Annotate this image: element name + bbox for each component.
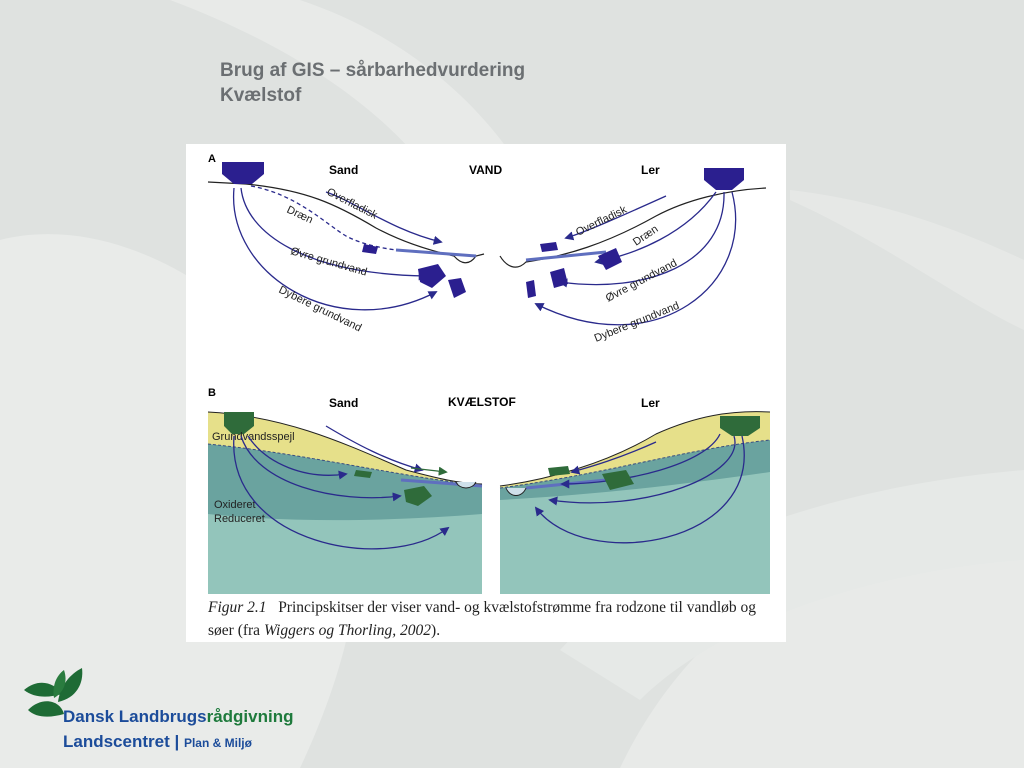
panel-a-letter: A: [208, 153, 216, 165]
brand-subtitle-main: Landscentret: [63, 732, 170, 751]
panel-b-center-label: KVÆLSTOF: [448, 395, 516, 409]
panel-b-groundwater-label: Grundvandsspejl: [212, 431, 295, 443]
panel-b-right-surface-arrow: [570, 441, 657, 475]
panel-a-right-blob-2: [598, 248, 622, 270]
panel-a-right-deep-gw-arrow: [534, 191, 737, 326]
panel-a-right-source-icon: [704, 168, 744, 190]
panel-a-right-upper-gw-arrow: [558, 191, 725, 288]
panel-b-oxidized-label: Oxideret: [214, 499, 256, 511]
panel-b-left-surface-arrow: [325, 425, 424, 473]
caption-reference: Wiggers og Thorling, 2002: [263, 622, 432, 639]
panel-b-right-label: Ler: [641, 396, 660, 410]
panel-b-left-blob-1: [354, 470, 372, 478]
leaf-logo-icon: [24, 668, 83, 717]
panel-b-right-blob-1: [548, 466, 570, 476]
panel-b-left-label: Sand: [329, 396, 358, 410]
panel-a-left-flow-label-3: Øvre grundvand: [289, 245, 368, 278]
panel-a-left-surface-arrow: [325, 191, 443, 245]
brand-name: Dansk Landbrugsrådgivning: [63, 707, 294, 727]
figure-diagram: A Sand VAND Ler Overfladisk Dræn Øvre gr…: [186, 144, 786, 642]
panel-b-left-green-arrow: [410, 466, 448, 476]
figure-svg: A Sand VAND Ler Overfladisk Dræn Øvre gr…: [207, 153, 771, 596]
slide-title: Brug af GIS – sårbarhedvurdering Kvælsto…: [220, 58, 525, 108]
panel-a-left-blob-3: [448, 278, 466, 298]
caption-end: ).: [431, 622, 441, 639]
panel-a-right-label: Ler: [641, 163, 660, 177]
panel-a-left-blob-1: [362, 244, 378, 254]
panel-b-right-source-icon: [720, 416, 760, 436]
brand-subtitle-separator: |: [169, 732, 184, 751]
slide-title-line-1: Brug af GIS – sårbarhedvurdering: [220, 60, 526, 81]
panel-a-left-pipe: [395, 248, 477, 258]
figure-caption: Figur 2.1 Principskitser der viser vand-…: [208, 596, 778, 642]
panel-b-right-arrow-2: [548, 435, 736, 506]
panel-a-right-terrain: [499, 187, 767, 268]
panel-b-left-stream: [455, 481, 477, 489]
caption-text: Principskitser der viser vand- og kvælst…: [208, 599, 757, 639]
panel-a-left-terrain: [207, 181, 485, 264]
caption-figure-number: Figur 2.1: [208, 599, 267, 616]
panel-b-right-stream: [505, 487, 527, 496]
slide-title-line-2: Kvælstof: [220, 85, 302, 106]
panel-b-right-arrow-1: [560, 433, 721, 489]
brand-subtitle-small: Plan & Miljø: [183, 736, 252, 750]
panel-b-left-arrow-3: [233, 435, 450, 550]
panel-b-left-blob-2: [404, 486, 432, 506]
panel-b-reduced-label: Reduceret: [214, 513, 265, 525]
brand-name-main: Dansk Landbrugs: [63, 707, 207, 726]
panel-a-right-blob-3: [550, 268, 568, 288]
panel-b-letter: B: [208, 387, 216, 399]
panel-a-center-label: VAND: [469, 163, 502, 177]
panel-b-left-source-icon: [224, 412, 254, 434]
panel-a-right-surface-arrow: [564, 195, 667, 241]
brand-subtitle: Landscentret | Plan & Miljø: [63, 732, 252, 752]
panel-b-right-arrow-3: [534, 435, 745, 544]
panel-b-left-arrow-2: [240, 435, 402, 502]
panel-a-right-pipe: [525, 250, 607, 262]
panel-a-left-blob-2: [418, 264, 446, 288]
panel-b-right-block: [499, 411, 771, 596]
panel-a-right-flow-label-4: Dybere grundvand: [593, 300, 681, 345]
panel-a-right-blob-4: [526, 280, 536, 298]
panel-a-left-flow-label-1: Overfladisk: [325, 186, 380, 222]
panel-a-left-flow-label-2: Dræn: [285, 204, 315, 227]
panel-a-left-source-icon: [222, 162, 264, 184]
panel-a-left-drain-path: [250, 185, 397, 251]
panel-a-left-deep-gw-arrow: [233, 187, 438, 311]
panel-b-right-blob-2: [602, 470, 634, 490]
panel-a-left-label: Sand: [329, 163, 358, 177]
panel-b-left-arrow-1: [247, 435, 348, 480]
brand-name-accent: rådgivning: [206, 707, 294, 726]
panel-a-left-upper-gw-arrow: [240, 187, 428, 281]
panel-a-right-blob-1: [540, 242, 558, 252]
